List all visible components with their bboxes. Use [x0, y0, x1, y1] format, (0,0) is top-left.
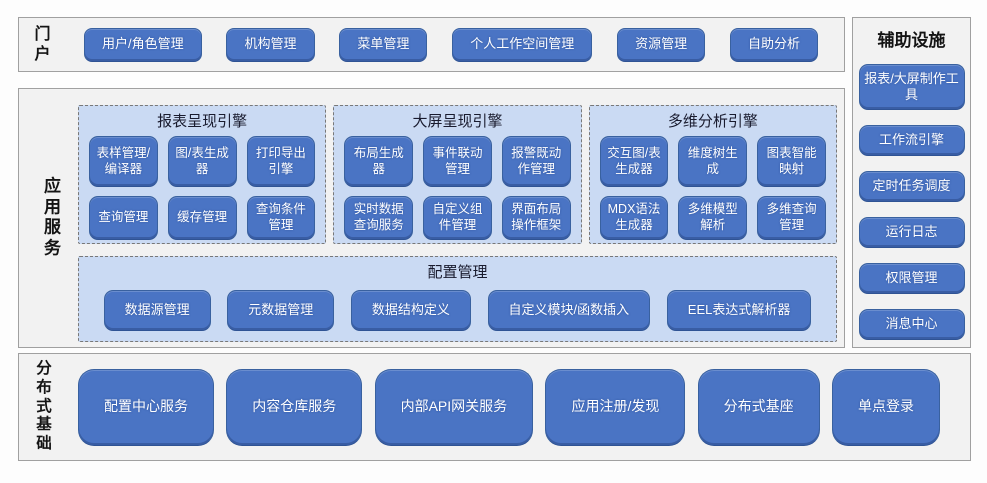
engine-module-dimension-tree[interactable]: 维度树生成 — [678, 136, 748, 187]
config-module-metadata-mgmt[interactable]: 元数据管理 — [227, 290, 335, 331]
infra-module-internal-api-gateway[interactable]: 内部API网关服务 — [374, 368, 534, 446]
engine-module-custom-component-mgmt[interactable]: 自定义组件管理 — [423, 196, 492, 240]
portal-module-row: 用户/角色管理 机构管理 菜单管理 个人工作空间管理 资源管理 自助分析 — [84, 27, 818, 62]
engine-module-layout-generator[interactable]: 布局生成器 — [344, 136, 414, 187]
app-services-panel-label: 应用服务 — [44, 176, 62, 258]
engine-module-realtime-data-query[interactable]: 实时数据查询服务 — [344, 196, 414, 240]
infra-module-config-center-service[interactable]: 配置中心服务 — [78, 368, 214, 446]
olap-engine-title: 多维分析引擎 — [667, 113, 758, 130]
engine-module-smart-chart-mapping[interactable]: 图表智能映射 — [757, 136, 826, 187]
portal-module-self-service-analysis[interactable]: 自助分析 — [729, 27, 818, 62]
config-module-datasource-mgmt[interactable]: 数据源管理 — [103, 290, 211, 331]
report-engine-group: 报表呈现引擎 表样管理/编译器 图/表生成器 打印导出引擎 查询管理 缓存管理 … — [78, 105, 327, 244]
distributed-module-row: 配置中心服务 内容仓库服务 内部API网关服务 应用注册/发现 分布式基座 单点… — [78, 368, 940, 446]
engine-module-query-condition-mgmt[interactable]: 查询条件管理 — [246, 196, 316, 240]
engine-module-multidim-model-parsing[interactable]: 多维模型解析 — [678, 196, 748, 240]
olap-engine-grid: 交互图/表生成器 维度树生成 图表智能映射 MDX语法生成器 多维模型解析 多维… — [599, 136, 826, 240]
engine-module-ui-layout-framework[interactable]: 界面布局操作框架 — [501, 196, 571, 240]
bigscreen-engine-title: 大屏呈现引擎 — [412, 113, 503, 130]
engine-module-event-linkage-mgmt[interactable]: 事件联动管理 — [423, 136, 492, 187]
engine-module-print-export[interactable]: 打印导出引擎 — [246, 136, 316, 187]
aux-module-report-bigscreen-authoring-tool[interactable]: 报表/大屏制作工具 — [858, 64, 965, 110]
engine-module-interactive-chart-generator[interactable]: 交互图/表生成器 — [599, 136, 669, 187]
app-services-panel: 应用服务 报表呈现引擎 表样管理/编译器 图/表生成器 打印导出引擎 查询管理 … — [18, 88, 845, 348]
config-mgmt-row: 数据源管理 元数据管理 数据结构定义 自定义模块/函数插入 EEL表达式解析器 — [87, 290, 828, 331]
engine-module-mdx-generator[interactable]: MDX语法生成器 — [599, 196, 669, 240]
bigscreen-engine-grid: 布局生成器 事件联动管理 报警既动作管理 实时数据查询服务 自定义组件管理 界面… — [344, 136, 571, 240]
distributed-base-panel-label: 分布式基础 — [36, 359, 52, 453]
portal-module-user-role-mgmt[interactable]: 用户/角色管理 — [84, 27, 202, 62]
config-module-eel-expression-parser[interactable]: EEL表达式解析器 — [666, 290, 812, 331]
auxiliary-panel: 辅助设施 报表/大屏制作工具 工作流引擎 定时任务调度 运行日志 权限管理 消息… — [852, 17, 971, 348]
engine-group-row: 报表呈现引擎 表样管理/编译器 图/表生成器 打印导出引擎 查询管理 缓存管理 … — [78, 105, 837, 244]
distributed-base-panel: 分布式基础 配置中心服务 内容仓库服务 内部API网关服务 应用注册/发现 分布… — [18, 353, 971, 461]
infra-module-content-repo-service[interactable]: 内容仓库服务 — [226, 368, 363, 446]
olap-engine-group: 多维分析引擎 交互图/表生成器 维度树生成 图表智能映射 MDX语法生成器 多维… — [588, 105, 837, 244]
config-module-custom-module-function-insert[interactable]: 自定义模块/函数插入 — [487, 290, 651, 331]
report-engine-title: 报表呈现引擎 — [157, 113, 248, 130]
infra-module-distributed-base[interactable]: 分布式基座 — [697, 368, 820, 446]
engine-module-multidim-query-mgmt[interactable]: 多维查询管理 — [757, 196, 826, 240]
infra-module-app-registration-discovery[interactable]: 应用注册/发现 — [545, 368, 686, 446]
engine-module-cache-mgmt[interactable]: 缓存管理 — [167, 196, 237, 240]
engine-module-alarm-action-mgmt[interactable]: 报警既动作管理 — [501, 136, 571, 187]
portal-module-resource-mgmt[interactable]: 资源管理 — [617, 27, 706, 62]
aux-module-run-log[interactable]: 运行日志 — [858, 217, 965, 248]
config-mgmt-group: 配置管理 数据源管理 元数据管理 数据结构定义 自定义模块/函数插入 EEL表达… — [78, 256, 837, 342]
engine-module-style-compiler[interactable]: 表样管理/编译器 — [89, 136, 158, 187]
portal-module-menu-mgmt[interactable]: 菜单管理 — [339, 27, 428, 62]
bigscreen-engine-group: 大屏呈现引擎 布局生成器 事件联动管理 报警既动作管理 实时数据查询服务 自定义… — [333, 105, 582, 244]
infra-module-single-sign-on[interactable]: 单点登录 — [831, 368, 940, 446]
config-mgmt-title: 配置管理 — [427, 264, 488, 281]
portal-module-org-mgmt[interactable]: 机构管理 — [226, 27, 315, 62]
engine-module-chart-table-generator[interactable]: 图/表生成器 — [167, 136, 237, 187]
aux-module-scheduled-task[interactable]: 定时任务调度 — [858, 171, 965, 202]
auxiliary-module-stack: 报表/大屏制作工具 工作流引擎 定时任务调度 运行日志 权限管理 消息中心 — [853, 64, 970, 340]
engine-module-query-mgmt[interactable]: 查询管理 — [89, 196, 158, 240]
portal-panel: 门户 用户/角色管理 机构管理 菜单管理 个人工作空间管理 资源管理 自助分析 — [18, 17, 845, 72]
portal-module-workspace-mgmt[interactable]: 个人工作空间管理 — [452, 27, 593, 62]
config-module-data-structure-definition[interactable]: 数据结构定义 — [350, 290, 471, 331]
aux-module-permission-mgmt[interactable]: 权限管理 — [858, 263, 965, 294]
auxiliary-panel-label: 辅助设施 — [877, 31, 946, 50]
aux-module-workflow-engine[interactable]: 工作流引擎 — [858, 125, 965, 156]
aux-module-message-center[interactable]: 消息中心 — [858, 309, 965, 340]
portal-panel-label: 门户 — [34, 25, 52, 63]
report-engine-grid: 表样管理/编译器 图/表生成器 打印导出引擎 查询管理 缓存管理 查询条件管理 — [89, 136, 316, 240]
